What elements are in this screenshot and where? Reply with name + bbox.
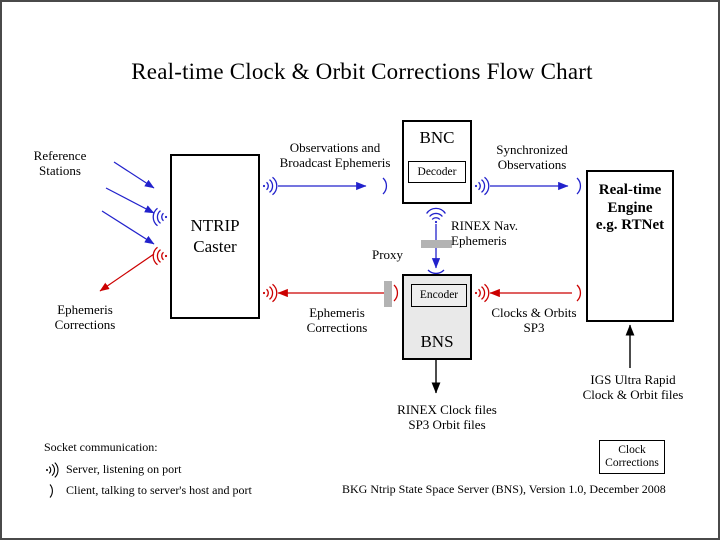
bnc-label: BNC <box>419 128 455 147</box>
node-real-time-engine[interactable]: Real-time Engine e.g. RTNet Clock Correc… <box>586 170 674 474</box>
rinex-nav-line1: RINEX Nav. <box>451 218 519 233</box>
eph-corr-mid-line2: Corrections <box>306 320 368 336</box>
label-observations-broadcast-ephemeris: Observations and Broadcast Ephemeris <box>260 140 410 171</box>
rte-line3: e.g. RTNet <box>595 217 665 234</box>
label-clocks-orbits-sp3: Clocks & Orbits SP3 <box>480 305 588 336</box>
obs-bcast-line1: Observations and <box>289 140 381 155</box>
clock-corrections-line2: Corrections <box>605 457 659 469</box>
label-ephemeris-corrections-mid: Ephemeris Corrections <box>282 305 392 336</box>
label-rinex-clock-files: RINEX Clock files SP3 Orbit files <box>362 402 532 433</box>
label-proxy: Proxy <box>372 247 404 262</box>
server-socket-icon-legend <box>44 461 66 479</box>
legend-row-server: Server, listening on port <box>44 459 252 480</box>
proxy-bar-bns-input <box>384 281 392 307</box>
client-socket-icon-legend <box>44 482 66 500</box>
reference-stations-line1: Reference <box>33 148 87 163</box>
label-igs-ultra-rapid: IGS Ultra Rapid Clock & Orbit files <box>560 372 706 403</box>
client-socket-icon-bns-in <box>393 284 399 302</box>
client-socket-icon-rte-out <box>576 284 582 302</box>
legend: Socket communication: Server, listening … <box>44 440 252 501</box>
label-rinex-nav-ephemeris: RINEX Nav. Ephemeris <box>451 218 551 249</box>
proxy-bar-rinex-nav <box>421 240 452 248</box>
server-socket-icon-caster-eph-in <box>262 283 278 303</box>
footer-text: BKG Ntrip State Space Server (BNS), Vers… <box>342 482 666 496</box>
clocks-sp3-line1: Clocks & Orbits <box>491 305 577 320</box>
arrow-ephemeris-corrections-out <box>99 253 155 292</box>
rinex-files-line2: SP3 Orbit files <box>408 417 486 433</box>
label-reference-stations: Reference Stations <box>10 148 110 179</box>
sync-obs-line2: Observations <box>497 157 567 173</box>
server-socket-icon-caster-corrections <box>152 246 168 266</box>
server-socket-icon-caster-out <box>262 176 278 196</box>
server-socket-icon-bns-out <box>474 283 490 303</box>
client-socket-icon-bnc-in <box>382 177 388 195</box>
label-ephemeris-corrections-left: Ephemeris Corrections <box>30 302 140 333</box>
ntrip-caster-line2: Caster <box>193 236 237 256</box>
label-synchronized-observations: Synchronized Observations <box>478 142 586 173</box>
server-socket-icon-rinex-nav <box>426 207 446 224</box>
bnc-decoder-module[interactable]: Decoder <box>408 161 466 184</box>
rinex-nav-line2: Ephemeris <box>451 233 507 249</box>
reference-stations-line2: Stations <box>39 163 81 179</box>
igs-line2: Clock & Orbit files <box>582 387 684 403</box>
node-bns[interactable]: Encoder BNS <box>402 274 472 360</box>
eph-corr-left-line1: Ephemeris <box>57 302 113 317</box>
eph-corr-mid-line1: Ephemeris <box>309 305 365 320</box>
client-socket-icon-rte-in <box>576 177 582 195</box>
page-title: Real-time Clock & Orbit Corrections Flow… <box>131 59 593 84</box>
rte-clock-corrections-module[interactable]: Clock Corrections <box>599 440 665 474</box>
igs-line1: IGS Ultra Rapid <box>590 372 676 387</box>
legend-client-text: Client, talking to server's host and por… <box>66 483 252 497</box>
legend-server-text: Server, listening on port <box>66 462 182 476</box>
sync-obs-line1: Synchronized <box>496 142 568 157</box>
server-socket-icon-caster-in <box>152 207 168 227</box>
obs-bcast-line2: Broadcast Ephemeris <box>279 155 391 171</box>
legend-caption: Socket communication: <box>44 440 158 454</box>
rinex-files-line1: RINEX Clock files <box>397 402 497 417</box>
rte-line1: Real-time <box>598 182 662 198</box>
client-socket-icon-bns-rinex-in <box>427 269 445 275</box>
rte-line2: Engine <box>607 199 653 216</box>
bns-encoder-module[interactable]: Encoder <box>411 284 467 307</box>
clocks-sp3-line2: SP3 <box>523 320 545 336</box>
node-ntrip-caster[interactable]: NTRIP Caster <box>170 154 260 319</box>
legend-row-client: Client, talking to server's host and por… <box>44 480 252 501</box>
clock-corrections-line1: Clock <box>618 444 646 457</box>
node-bnc[interactable]: BNC Decoder <box>402 120 472 204</box>
server-socket-icon-bnc-out <box>474 176 490 196</box>
ntrip-caster-line1: NTRIP <box>190 216 240 236</box>
eph-corr-left-line2: Corrections <box>54 317 116 333</box>
bns-label: BNS <box>420 331 454 351</box>
